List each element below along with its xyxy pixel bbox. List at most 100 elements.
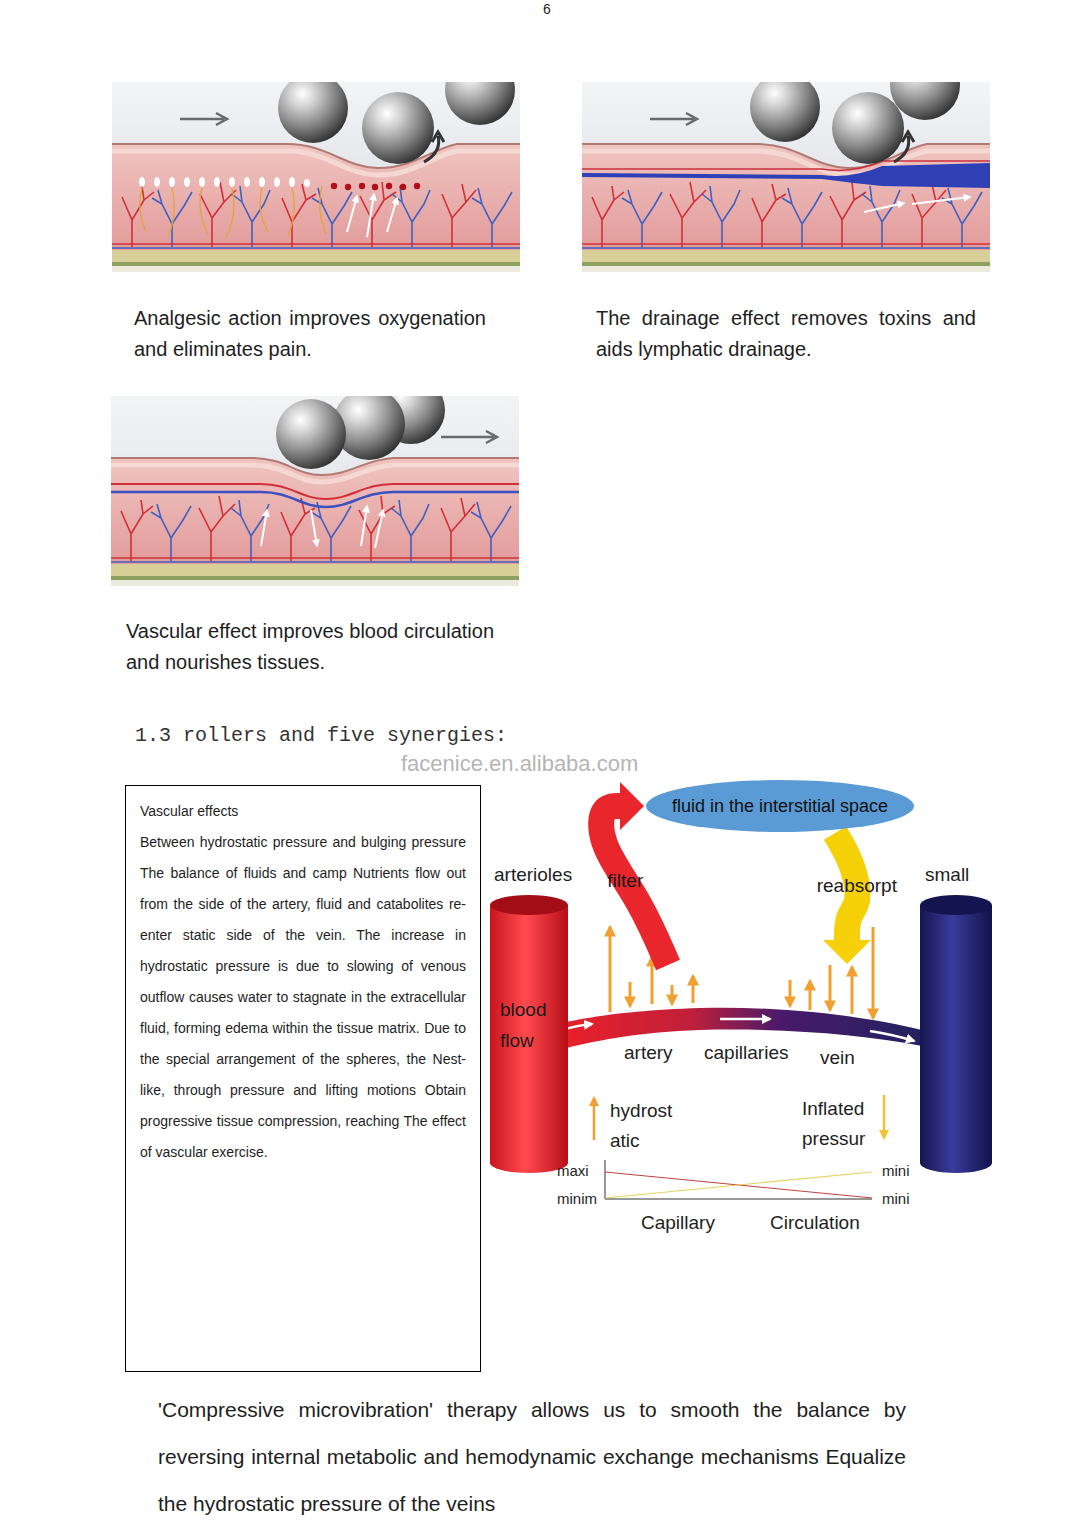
page-number: 6 xyxy=(543,0,551,18)
capillary-diagram xyxy=(851,967,854,1014)
analgesic-illustration xyxy=(180,113,227,125)
analgesic-illustration xyxy=(414,183,420,189)
label-slot: The drainage effect removes toxins and a… xyxy=(596,303,976,365)
fluid-ellipse: fluid in the interstitial space xyxy=(645,779,915,833)
pressure-label: hydrost atic xyxy=(610,1096,690,1156)
vascular-illustration xyxy=(111,458,519,568)
vascular-illustration xyxy=(111,396,519,586)
label-slot: Capillary xyxy=(641,1211,715,1235)
vascular-illustration xyxy=(311,510,317,546)
analgesic-illustration xyxy=(445,82,515,125)
capillary-diagram xyxy=(651,957,654,1004)
capillary-diagram xyxy=(629,982,632,1006)
analgesic-illustration xyxy=(214,177,220,187)
reabsorb-label: reabsorpt xyxy=(817,874,897,898)
label-slot: Analgesic action improves oxygenation an… xyxy=(134,303,486,365)
analgesic-illustration xyxy=(387,198,397,232)
analgesic-illustration xyxy=(362,92,434,164)
node-label: artery xyxy=(624,1041,673,1065)
analgesic-illustration xyxy=(278,82,348,143)
analgesic-illustration xyxy=(400,184,406,190)
axis-caption: Circulation xyxy=(770,1211,860,1235)
vascular-illustration xyxy=(261,510,267,546)
label-slot: facenice.en.alibaba.com xyxy=(401,750,638,778)
analgesic-illustration xyxy=(112,266,520,272)
capillary-diagram xyxy=(605,1199,872,1200)
capillary-diagram xyxy=(609,927,612,1012)
text-slot: artery xyxy=(624,1041,673,1065)
capillary-diagram xyxy=(552,927,922,1199)
capillary-diagram xyxy=(829,965,832,1010)
analgesic-illustration xyxy=(345,184,351,190)
capillary-diagram xyxy=(605,1172,872,1198)
analgesic-illustration xyxy=(359,183,365,189)
drainage-illustration xyxy=(582,266,990,272)
analgesic-illustration xyxy=(139,177,145,187)
analgesic-illustration xyxy=(112,82,520,272)
ellipse-fill xyxy=(646,780,914,832)
edge-label-slot: filter xyxy=(607,869,643,893)
capillary-diagram xyxy=(789,980,792,1006)
image-caption: Vascular effect improves blood circulati… xyxy=(126,616,494,678)
ellipse-text: fluid in the interstitial space xyxy=(672,795,888,817)
analgesic-illustration xyxy=(112,144,520,168)
text-slot: vein xyxy=(820,1046,855,1070)
drainage-illustration xyxy=(582,144,990,254)
capillary-diagram xyxy=(720,1018,770,1021)
analgesic-illustration xyxy=(199,177,205,187)
pressure-label: Inflated pressur xyxy=(802,1094,882,1154)
image-caption: The drainage effect removes toxins and a… xyxy=(596,303,976,365)
tube-bottom xyxy=(490,1153,568,1173)
label-slot: Vascular effect improves blood circulati… xyxy=(126,616,494,678)
capillary-diagram xyxy=(671,985,674,1004)
analgesic-illustration xyxy=(140,186,326,238)
analgesic-illustration xyxy=(367,194,374,237)
axis-label: maxi xyxy=(557,1161,589,1180)
tube-cap xyxy=(920,895,992,915)
capillary-diagram xyxy=(692,976,695,1003)
drainage-illustration xyxy=(894,132,914,162)
analgesic-illustration xyxy=(331,183,337,189)
analgesic-illustration xyxy=(259,177,265,187)
text-slot: arterioles xyxy=(494,863,572,887)
drainage-illustration xyxy=(582,82,990,272)
analgesic-illustration xyxy=(289,177,295,187)
axis-label: mini xyxy=(882,1189,910,1208)
section-heading: 1.3 rollers and five synergies: xyxy=(135,724,507,748)
analgesic-illustration xyxy=(184,177,190,187)
tube-body xyxy=(490,905,568,1163)
capillary-diagram xyxy=(566,1008,922,1048)
drainage-illustration xyxy=(750,82,820,142)
capillary-region: arterycapillariesvein xyxy=(575,965,920,1077)
text-slot: small xyxy=(925,863,969,887)
vascular-illustration xyxy=(111,564,519,576)
watermark: facenice.en.alibaba.com xyxy=(401,750,638,778)
label-slot: Inflated pressur xyxy=(802,1094,882,1154)
analgesic-illustration xyxy=(424,132,444,162)
drainage-illustration xyxy=(582,262,990,266)
vascular-illustration xyxy=(375,510,383,548)
analgesic-illustration xyxy=(169,177,175,187)
analgesic-illustration xyxy=(112,151,520,175)
capillary-diagram xyxy=(870,1031,914,1041)
drainage-illustration xyxy=(582,182,990,248)
analgesic-illustration xyxy=(304,179,310,187)
node-label: blood flow xyxy=(500,994,560,1056)
drainage-illustration xyxy=(832,92,904,164)
filter-label: filter xyxy=(607,869,643,893)
vein-tube: small xyxy=(920,895,992,1173)
axis-caption: Capillary xyxy=(641,1211,715,1235)
analgesic-illustration xyxy=(112,182,520,248)
tube-shape xyxy=(920,895,992,1173)
drainage-illustration xyxy=(650,113,697,125)
analgesic-illustration xyxy=(229,177,235,187)
drainage-illustration xyxy=(912,197,970,204)
vascular-illustration xyxy=(361,506,367,546)
capillary-diagram xyxy=(809,981,812,1010)
vascular-illustration xyxy=(441,431,497,443)
node-label: arterioles xyxy=(494,863,572,887)
flow-arrow xyxy=(601,806,668,965)
panel-heading: Vascular effects xyxy=(140,796,466,827)
tube-body xyxy=(920,905,992,1163)
drainage-illustration xyxy=(582,250,990,262)
